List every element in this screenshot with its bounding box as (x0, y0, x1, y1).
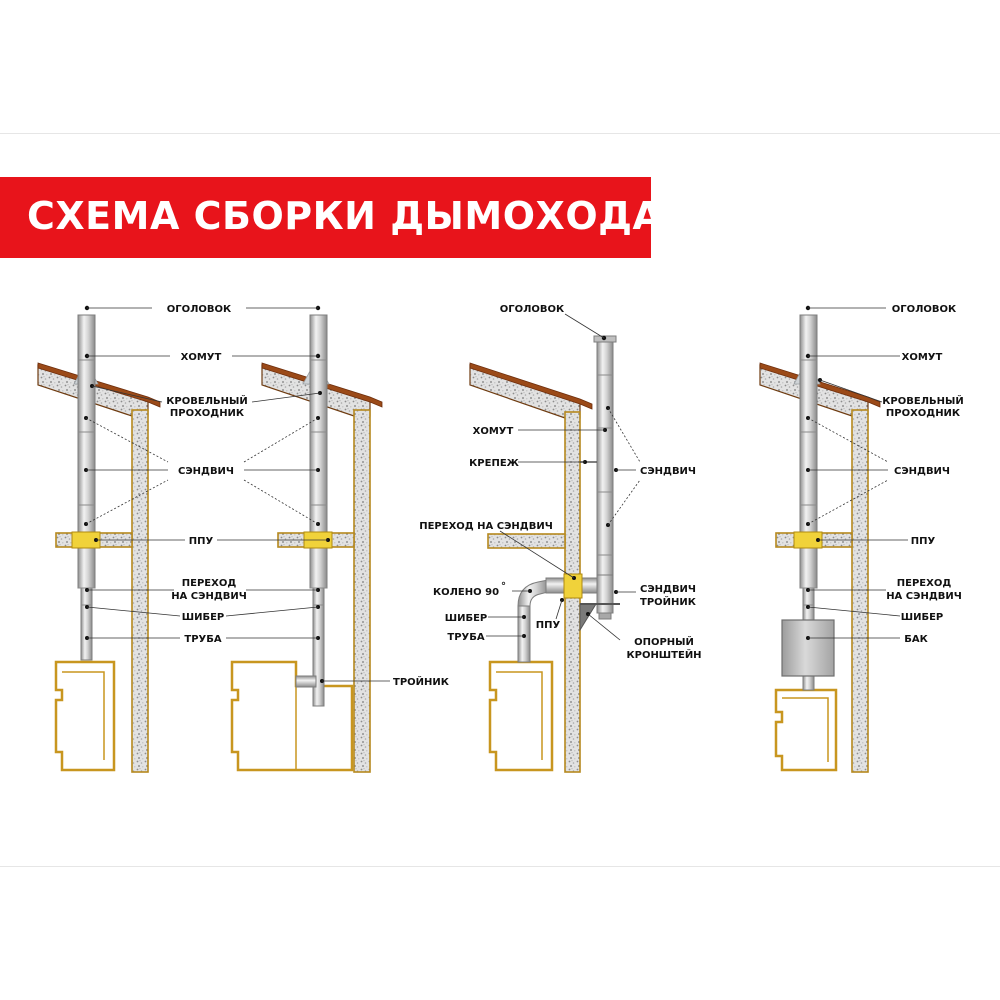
scheme-3-labels: ОГОЛОВОК ХОМУТ КРОВЕЛЬНЫЙ ПРОХОДНИК СЭНД… (882, 304, 963, 645)
tee-plug (598, 612, 612, 620)
ppu-icon (563, 573, 583, 599)
label-ppu: ППУ (189, 536, 214, 547)
label-sendvich: СЭНДВИЧ (178, 466, 234, 477)
label-perehod-1: ПЕРЕХОД (897, 578, 952, 589)
label-homut: ХОМУТ (902, 352, 943, 363)
label-krovelny-1: КРОВЕЛЬНЫЙ (166, 394, 247, 407)
label-ogolovok: ОГОЛОВОК (892, 304, 957, 315)
stove-icon (54, 660, 116, 772)
label-ogolovok: ОГОЛОВОК (167, 304, 232, 315)
label-krovelny-2: ПРОХОДНИК (886, 408, 961, 419)
single-wall-pipe (80, 587, 93, 661)
cap-pipe (309, 314, 328, 361)
label-koleno: КОЛЕНО 90 (433, 587, 499, 598)
label-truba: ТРУБА (184, 634, 221, 645)
label-kronshteyn-2: КРОНШТЕЙН (626, 648, 701, 661)
cap-pipe (799, 314, 818, 361)
frame-line-top (0, 133, 1000, 134)
cap-pipe (596, 339, 614, 376)
scheme-1-leaders (84, 305, 390, 683)
label-homut: ХОМУТ (473, 426, 514, 437)
elbow-90-icon (517, 579, 549, 607)
label-shiber: ШИБЕР (445, 613, 488, 624)
label-ppu: ППУ (536, 620, 561, 631)
scheme-3-figure (759, 314, 881, 773)
label-sendvich: СЭНДВИЧ (894, 466, 950, 477)
label-sendvich: СЭНДВИЧ (640, 466, 696, 477)
sandwich-pipe (77, 359, 96, 589)
label-krovelny-1: КРОВЕЛЬНЫЙ (882, 394, 963, 407)
label-shiber: ШИБЕР (182, 612, 225, 623)
floor-slab (487, 533, 566, 549)
scheme-1-figure-a (37, 314, 161, 773)
label-troynik: ТРОЙНИК (393, 675, 450, 688)
label-perehod-2: НА СЭНДВИЧ (886, 591, 962, 602)
scheme-1-labels: ОГОЛОВОК ХОМУТ КРОВЕЛЬНЫЙ ПРОХОДНИК СЭНД… (166, 304, 450, 688)
label-homut: ХОМУТ (181, 352, 222, 363)
scheme-2-leaders (486, 313, 641, 641)
scheme-2-figure (469, 335, 620, 773)
support-bracket-icon (579, 603, 597, 632)
sandwich-tee (596, 574, 614, 614)
water-tank-icon (781, 619, 835, 677)
label-kronshteyn-1: ОПОРНЫЙ (634, 635, 694, 648)
scheme-3-leaders (805, 305, 908, 640)
page-title: СХЕМА СБОРКИ ДЫМОХОДА (27, 194, 663, 238)
roof-edge (37, 362, 161, 408)
label-shiber: ШИБЕР (901, 612, 944, 623)
scheme-1-figure-b (230, 314, 383, 773)
tee-branch-icon (295, 675, 317, 688)
label-perehod-1: ПЕРЕХОД (182, 578, 237, 589)
sandwich-pipe (799, 359, 818, 589)
wall (353, 409, 371, 773)
label-krepezh: КРЕПЕЖ (469, 458, 520, 469)
label-perehod: ПЕРЕХОД НА СЭНДВИЧ (419, 521, 553, 532)
label-truba: ТРУБА (447, 632, 484, 643)
sandwich-pipe (596, 374, 614, 576)
stove-icon (488, 660, 554, 772)
stove-inner (62, 671, 105, 760)
single-wall-pipe (802, 587, 815, 621)
label-koleno-degree: ° (501, 581, 506, 592)
wall (131, 409, 149, 773)
stove-icon (774, 688, 838, 772)
roof-edge (469, 362, 593, 410)
label-ogolovok: ОГОЛОВОК (500, 304, 565, 315)
label-ppu: ППУ (911, 536, 936, 547)
stove-icon (230, 660, 354, 772)
label-perehod-2: НА СЭНДВИЧ (171, 591, 247, 602)
cap-pipe (77, 314, 96, 361)
tank-outlet (802, 675, 815, 691)
scheme-2-labels: ОГОЛОВОК ХОМУТ КРЕПЕЖ СЭНДВИЧ ПЕРЕХОД НА… (419, 304, 701, 661)
label-bak: БАК (904, 634, 928, 645)
label-troynik-2: ТРОЙНИК (640, 595, 697, 608)
frame-line-bottom (0, 866, 1000, 867)
label-krovelny-2: ПРОХОДНИК (170, 408, 245, 419)
label-troynik-1: СЭНДВИЧ (640, 584, 696, 595)
title-banner (0, 177, 651, 258)
wall (851, 409, 869, 773)
